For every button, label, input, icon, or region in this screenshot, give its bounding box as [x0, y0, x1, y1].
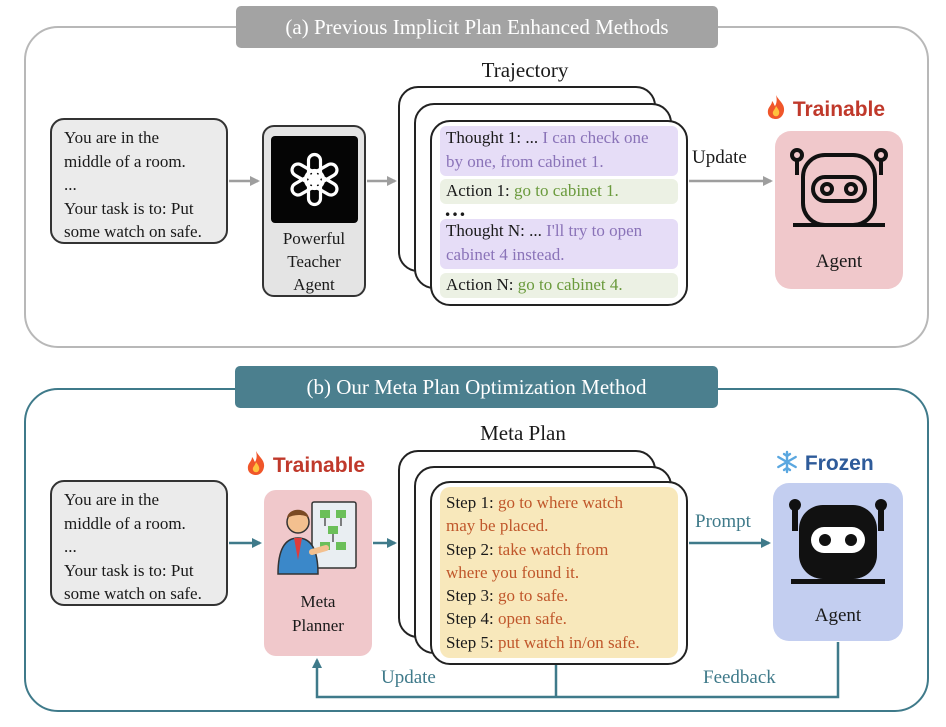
- meta-plan-steps: Step 1: go to where watch may be placed.…: [440, 487, 678, 658]
- step-line: Step 1: go to where watch: [446, 493, 624, 512]
- update-label-bottom: Update: [381, 667, 436, 688]
- trainable-status-top: Trainable: [765, 94, 885, 122]
- update-label-top: Update: [692, 147, 747, 168]
- task-line: some watch on safe.: [64, 584, 202, 603]
- fire-icon: [247, 451, 265, 475]
- task-description-box: You are in the middle of a room. ... You…: [50, 118, 228, 244]
- previous-methods-title: (a) Previous Implicit Plan Enhanced Meth…: [236, 6, 718, 48]
- meta-planner-label: Meta Planner: [292, 592, 344, 635]
- meta-plan-title: Meta Plan: [480, 421, 566, 445]
- step-line: Step 4: open safe.: [446, 609, 567, 629]
- task-line: middle of a room.: [64, 151, 186, 171]
- prompt-label: Prompt: [695, 511, 751, 532]
- teacher-agent-box: Powerful Teacher Agent: [262, 125, 366, 297]
- task-line: ...: [64, 175, 77, 194]
- feedback-label: Feedback: [703, 667, 776, 688]
- arrow-feedback-update-loop: [312, 642, 840, 699]
- task-description-box: You are in the middle of a room. ... You…: [50, 480, 228, 606]
- task-line: You are in the: [64, 128, 160, 147]
- trainable-agent-box: Agent: [775, 131, 903, 289]
- trajectory-ellipsis: …: [444, 196, 466, 221]
- snowflake-icon: [777, 450, 797, 474]
- thought-n: Thought N: ... I'll try to open cabinet …: [440, 219, 678, 269]
- frozen-status: Frozen: [775, 450, 874, 476]
- task-line: some watch on safe.: [64, 222, 202, 241]
- agent-label-bottom: Agent: [814, 605, 862, 626]
- step-line: Step 5: put watch in/on safe.: [446, 632, 640, 652]
- step-line: where you found it.: [446, 562, 580, 582]
- robot-icon: [790, 148, 888, 227]
- task-line: You are in the: [64, 490, 160, 509]
- teacher-agent-label: Powerful Teacher Agent: [282, 229, 346, 294]
- meta-planner-box: Meta Planner: [264, 490, 372, 656]
- task-line: middle of a room.: [64, 513, 186, 533]
- fire-icon: [767, 95, 785, 119]
- robot-icon: [789, 499, 887, 584]
- meta-planner-person-icon: [277, 501, 357, 575]
- frozen-agent-box: Agent: [773, 483, 903, 641]
- action-n: Action N: go to cabinet 4.: [440, 273, 678, 298]
- task-line: ...: [64, 537, 77, 556]
- openai-logo-icon: [271, 136, 358, 223]
- agent-label-top: Agent: [815, 251, 863, 272]
- step-line: may be placed.: [446, 516, 549, 536]
- task-line: Your task is to: Put: [64, 198, 194, 218]
- trajectory-title: Trajectory: [481, 58, 569, 82]
- thought-1: Thought 1: ... I can check one by one, f…: [440, 126, 678, 176]
- step-line: Step 3: go to safe.: [446, 586, 569, 606]
- task-line: Your task is to: Put: [64, 560, 194, 580]
- trainable-status-planner: Trainable: [245, 450, 365, 478]
- step-line: Step 2: take watch from: [446, 539, 609, 559]
- meta-plan-method-title: (b) Our Meta Plan Optimization Method: [235, 366, 718, 408]
- action-1: Action 1: go to cabinet 1.: [440, 179, 678, 204]
